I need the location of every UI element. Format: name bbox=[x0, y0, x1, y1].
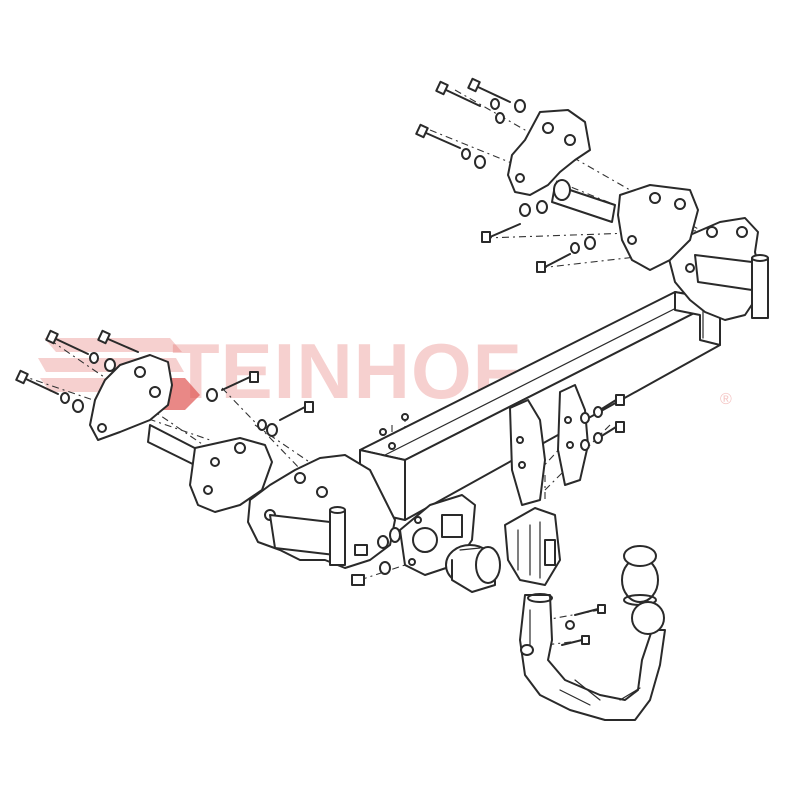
center-hanger-plates bbox=[509, 384, 589, 506]
bolt bbox=[97, 329, 139, 353]
right-beam-end-bracket bbox=[667, 217, 769, 321]
bolt bbox=[599, 421, 625, 438]
bolt bbox=[599, 394, 625, 411]
washer-nut-stack bbox=[351, 527, 401, 586]
bolt bbox=[45, 329, 89, 355]
left-beam-end-bracket bbox=[247, 454, 396, 569]
electrical-socket bbox=[445, 544, 501, 593]
bolts-upper-right bbox=[415, 77, 596, 273]
bolt bbox=[221, 371, 259, 391]
bolt bbox=[15, 369, 59, 395]
bolts-left bbox=[15, 329, 314, 437]
bolt bbox=[574, 604, 606, 616]
bolt bbox=[536, 253, 571, 273]
detachable-tow-ball-neck bbox=[519, 593, 666, 721]
bolt bbox=[415, 123, 461, 149]
bolt bbox=[561, 635, 590, 646]
logo-registered-mark: ® bbox=[720, 391, 732, 408]
tow-ball-cap bbox=[621, 545, 659, 606]
neck-fasteners bbox=[561, 604, 606, 646]
bolt bbox=[435, 80, 481, 107]
upper-right-mounting-bracket bbox=[507, 109, 699, 271]
bolt bbox=[467, 77, 511, 103]
bolt bbox=[279, 401, 314, 421]
receiver-housing bbox=[504, 507, 561, 586]
bolts-center-right bbox=[379, 394, 625, 451]
bolt bbox=[481, 223, 521, 243]
upper-left-mounting-bracket bbox=[89, 354, 273, 513]
